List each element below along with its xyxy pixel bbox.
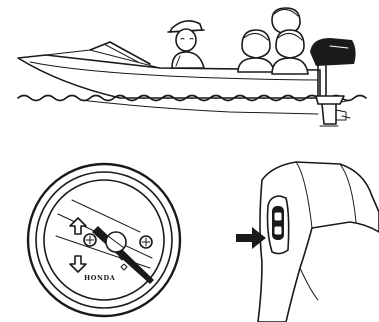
screw-icon (140, 236, 152, 248)
arrow-down-icon (70, 256, 86, 272)
screw-icon (84, 234, 96, 246)
passenger-figure (238, 30, 274, 72)
gauge-brand-label: HONDA (84, 274, 116, 282)
gauge-scale-line (72, 200, 140, 232)
trim-gauge: HONDA (28, 164, 180, 316)
windshield-frame (104, 44, 138, 62)
trim-switch-rocker-up (274, 212, 282, 221)
hull-underwater (80, 100, 318, 114)
boat-scene (18, 8, 366, 126)
passenger-figure (272, 30, 308, 74)
handle-contour (300, 268, 318, 300)
trim-switch-rocker-down (274, 226, 282, 235)
outboard-motor (310, 38, 356, 126)
gauge-marker (121, 264, 127, 270)
tiller-handle (236, 162, 379, 322)
driver-figure (168, 21, 204, 68)
